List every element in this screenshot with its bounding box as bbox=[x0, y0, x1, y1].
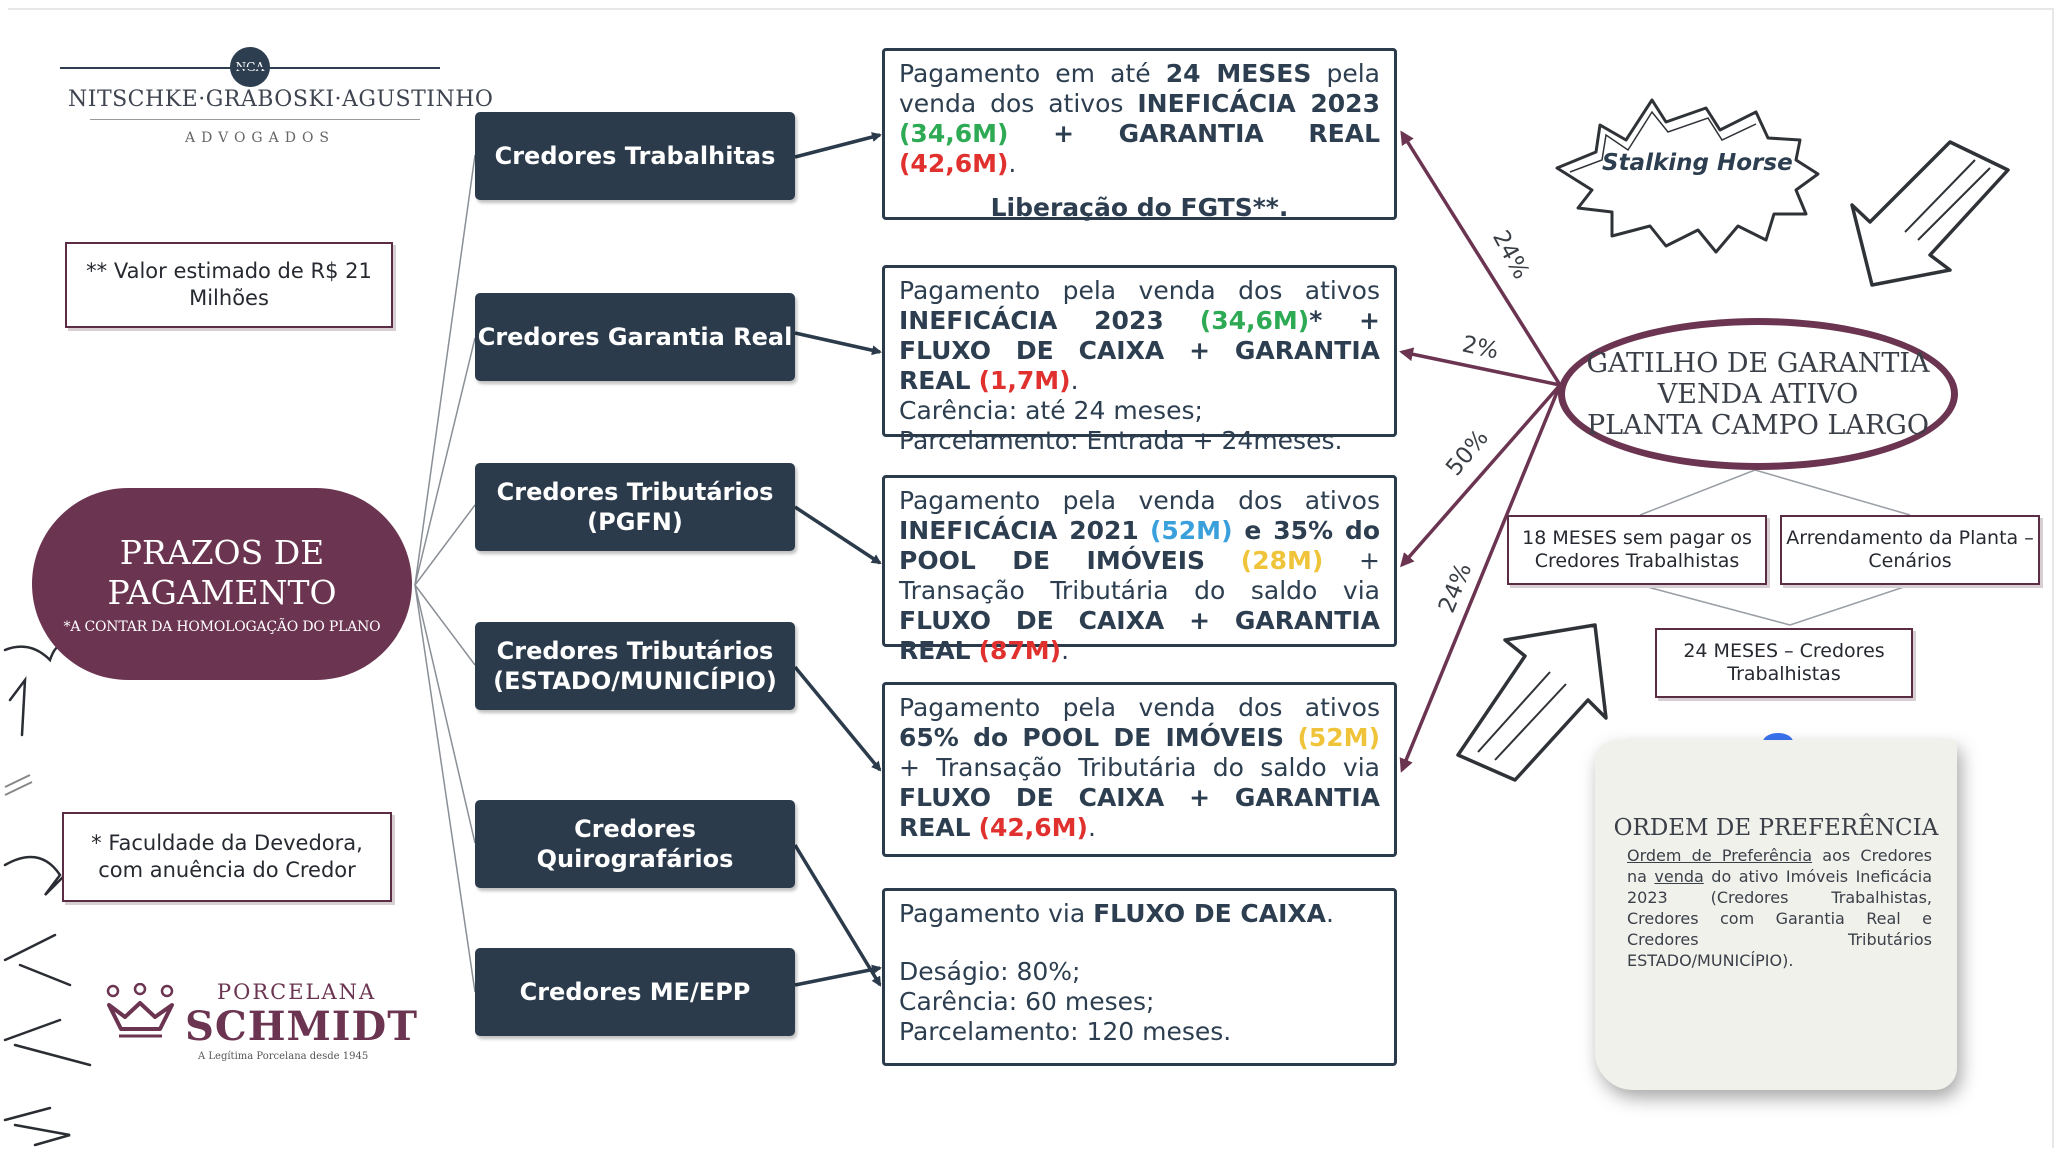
creditor-tributarios-pgfn: Credores Tributários (PGFN) bbox=[475, 463, 795, 551]
ordem-text: Ordem de Preferência aos Credores na ven… bbox=[1627, 846, 1933, 970]
creditor-garantia-real: Credores Garantia Real bbox=[475, 293, 795, 381]
desagio-line: Deságio: 80%; bbox=[899, 957, 1081, 986]
crown-icon bbox=[106, 983, 174, 1038]
carencia-60-line: Carência: 60 meses; bbox=[899, 987, 1155, 1016]
schmidt-porcelana: PORCELANA bbox=[217, 980, 377, 1004]
logo-name: NITSCHKE·GRABOSKI·AGUSTINHO bbox=[68, 87, 494, 112]
schmidt-tagline: A Legítima Porcelana desde 1945 bbox=[198, 1051, 369, 1062]
scribble bbox=[4, 774, 33, 796]
logo-rule-bottom bbox=[90, 119, 420, 120]
ordem-title: ORDEM DE PREFERÊNCIA bbox=[1613, 815, 1939, 841]
prazos-title: PRAZOS DE PAGAMENTO bbox=[107, 533, 337, 612]
down-left-arrow bbox=[1850, 140, 2010, 287]
payment-box-estado: Pagamento pela venda dos ativos 65% do P… bbox=[882, 682, 1397, 857]
ordem-preferencia-note: ORDEM DE PREFERÊNCIA Ordem de Preferênci… bbox=[1595, 740, 1957, 1090]
nga-logo: NGA NITSCHKE·GRABOSKI·AGUSTINHO ADVOGADO… bbox=[60, 45, 493, 155]
creditor-tributarios-estado: Credores Tributários (ESTADO/MUNICÍPIO) bbox=[475, 622, 795, 710]
scenario-24-meses: 24 MESES – Credores Trabalhistas bbox=[1655, 628, 1913, 698]
stalking-horse-label: Stalking Horse bbox=[1602, 150, 1793, 176]
schmidt-logo: PORCELANA SCHMIDT A Legítima Porcelana d… bbox=[95, 975, 418, 1065]
logo-rule bbox=[60, 67, 440, 69]
logo-subtitle: ADVOGADOS bbox=[185, 130, 336, 146]
payment-box-quirografarios: Pagamento via FLUXO DE CAIXA. Deságio: 8… bbox=[882, 888, 1397, 1066]
parcelamento-120-line: Parcelamento: 120 meses. bbox=[899, 1017, 1232, 1046]
prazos-subtitle: *A CONTAR DA HOMOLOGAÇÃO DO PLANO bbox=[63, 618, 381, 635]
payment-box-trabalhistas: Pagamento em até 24 MESES pela venda dos… bbox=[882, 48, 1397, 222]
page-frame bbox=[8, 8, 2054, 1148]
scenario-arrendamento: Arrendamento da Planta – Cenários bbox=[1780, 515, 2040, 585]
up-right-arrow bbox=[1456, 623, 1608, 782]
scenario-18-meses: 18 MESES sem pagar os Credores Trabalhis… bbox=[1507, 515, 1767, 585]
note-valor-estimado: ** Valor estimado de R$ 21 Milhões bbox=[65, 242, 393, 328]
fgts-line: Liberação do FGTS**. bbox=[990, 193, 1289, 222]
prazos-pill: PRAZOS DE PAGAMENTO *A CONTAR DA HOMOLOG… bbox=[32, 488, 412, 680]
starburst-shape bbox=[1555, 98, 1820, 254]
note-faculdade: * Faculdade da Devedora, com anuência do… bbox=[62, 812, 392, 902]
payment-box-pgfn: Pagamento pela venda dos ativos INEFICÁC… bbox=[882, 475, 1397, 665]
creditor-quirografarios: Credores Quirografários bbox=[475, 800, 795, 888]
creditor-me-epp: Credores ME/EPP bbox=[475, 948, 795, 1036]
payment-box-garantia-real: Pagamento pela venda dos ativos INEFICÁC… bbox=[882, 265, 1397, 455]
gatilho-ellipse: GATILHO DE GARANTIA VENDA ATIVO PLANTA C… bbox=[1558, 318, 1958, 470]
parcelamento-line: Parcelamento: Entrada + 24meses. bbox=[899, 426, 1343, 455]
creditor-trabalhistas: Credores Trabalhitas bbox=[475, 112, 795, 200]
schmidt-name: SCHMIDT bbox=[185, 1003, 418, 1050]
carencia-line: Carência: até 24 meses; bbox=[899, 396, 1203, 425]
